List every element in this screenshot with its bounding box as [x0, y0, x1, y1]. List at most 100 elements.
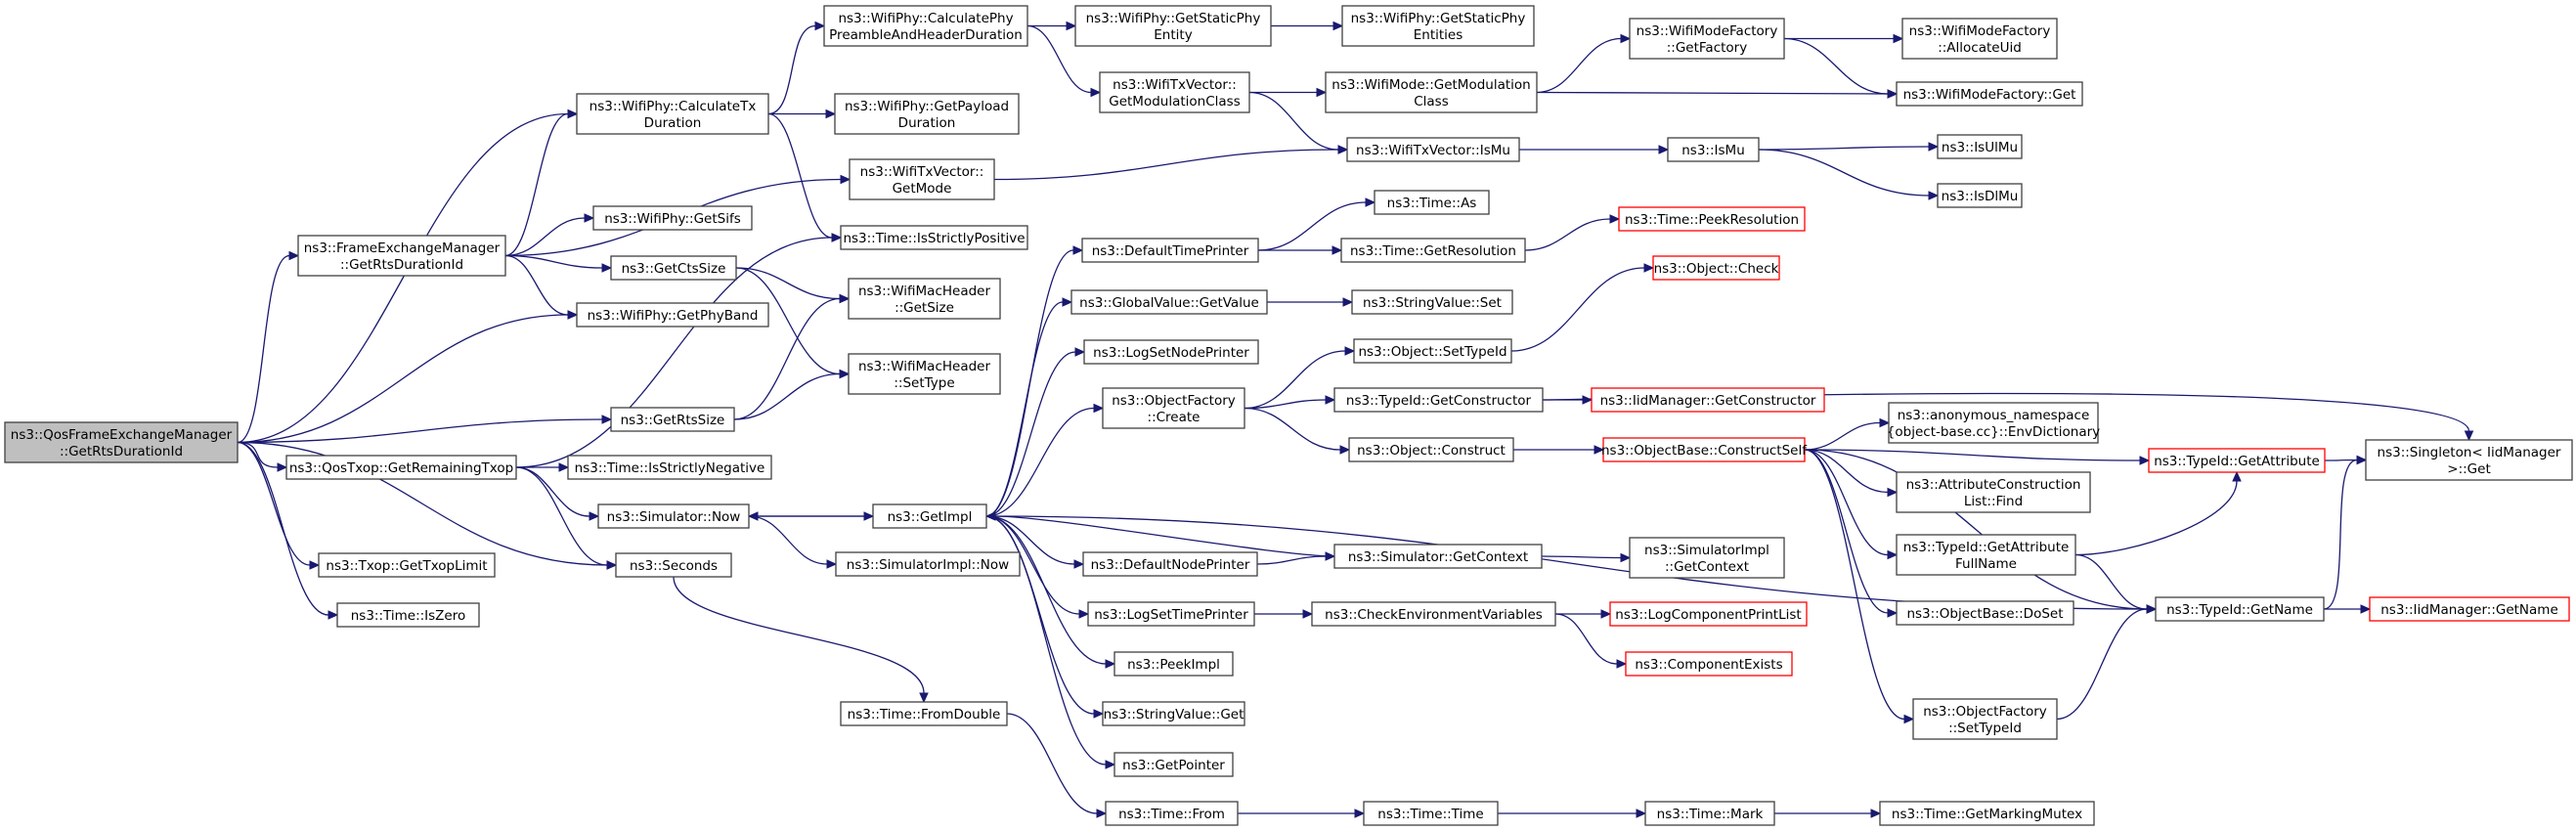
node-seconds[interactable]: ns3::Seconds — [615, 552, 732, 578]
node-tidGetCtor[interactable]: ns3::TypeId::GetConstructor — [1333, 387, 1544, 413]
node-gvGetValue[interactable]: ns3::GlobalValue::GetValue — [1070, 289, 1268, 315]
node-macSetType[interactable]: ns3::WifiMacHeader::SetType — [848, 353, 1001, 395]
node-label: ns3::Simulator::Now — [607, 509, 741, 525]
node-logSetTime[interactable]: ns3::LogSetTimePrinter — [1087, 601, 1255, 627]
edge-obConstructSelf-acListFind — [1804, 449, 1899, 498]
node-box — [1896, 471, 2091, 513]
node-simNow[interactable]: ns3::Simulator::Now — [597, 503, 750, 529]
node-defTimePrinter[interactable]: ns3::DefaultTimePrinter — [1081, 238, 1259, 263]
node-calcPhy[interactable]: ns3::WifiPhy::CalculatePhyPreambleAndHea… — [823, 5, 1028, 47]
node-checkEnv[interactable]: ns3::CheckEnvironmentVariables — [1311, 601, 1556, 627]
node-box — [1618, 206, 1806, 232]
node-singletonGet[interactable]: ns3::Singleton< IidManager>::Get — [2365, 439, 2573, 481]
node-objConstruct[interactable]: ns3::Object::Construct — [1348, 437, 1514, 462]
node-root[interactable]: ns3::QosFrameExchangeManager::GetRtsDura… — [4, 421, 239, 463]
node-label: GetModulationClass — [1109, 94, 1241, 109]
node-getRtsSize[interactable]: ns3::GetRtsSize — [610, 407, 735, 432]
node-getSifs[interactable]: ns3::WifiPhy::GetSifs — [592, 205, 753, 231]
node-fromDouble[interactable]: ns3::Time::FromDouble — [840, 701, 1008, 726]
node-label: ns3::WifiPhy::GetSifs — [604, 211, 741, 227]
node-iidGetName[interactable]: ns3::IidManager::GetName — [2369, 596, 2570, 622]
node-label: ns3::GetImpl — [888, 509, 973, 525]
node-label: ns3::AttributeConstruction — [1906, 477, 2081, 493]
node-tidGetName[interactable]: ns3::TypeId::GetName — [2155, 596, 2325, 622]
node-label: ns3::TypeId::GetName — [2166, 602, 2313, 618]
edge-root-fem_getRts — [237, 250, 300, 444]
edge-calcTx-payloadDur — [768, 109, 837, 119]
node-peekImpl[interactable]: ns3::PeekImpl — [1113, 651, 1234, 677]
node-txvIsMu[interactable]: ns3::WifiTxVector::IsMu — [1346, 137, 1520, 162]
node-wmfGetFactory[interactable]: ns3::WifiModeFactory::GetFactory — [1629, 18, 1785, 60]
node-box — [2148, 448, 2326, 473]
node-isMu[interactable]: ns3::IsMu — [1667, 137, 1760, 162]
node-timeFrom[interactable]: ns3::Time::From — [1105, 801, 1239, 826]
node-ofSetTypeId[interactable]: ns3::ObjectFactory::SetTypeId — [1912, 698, 2058, 740]
edge-getRtsSize-macSetType — [733, 369, 851, 420]
node-getPhyBand[interactable]: ns3::WifiPhy::GetPhyBand — [576, 302, 769, 328]
node-timeMark[interactable]: ns3::Time::Mark — [1644, 801, 1775, 826]
node-label: PreambleAndHeaderDuration — [829, 27, 1023, 43]
node-timeGetRes[interactable]: ns3::Time::GetResolution — [1340, 238, 1526, 263]
node-timeAs[interactable]: ns3::Time::As — [1374, 190, 1490, 215]
node-isDlMu[interactable]: ns3::IsDlMu — [1937, 183, 2023, 208]
node-tidGetAttr[interactable]: ns3::TypeId::GetAttribute — [2148, 448, 2326, 473]
node-ofCreate[interactable]: ns3::ObjectFactory::Create — [1102, 387, 1245, 429]
node-box — [1311, 601, 1556, 627]
node-wmGetModClass[interactable]: ns3::WifiMode::GetModulationClass — [1325, 71, 1538, 113]
node-timeTime[interactable]: ns3::Time::Time — [1363, 801, 1499, 826]
node-wmfGet[interactable]: ns3::WifiModeFactory::Get — [1896, 81, 2083, 107]
node-label: ns3::Txop::GetTxopLimit — [326, 558, 487, 574]
node-defNodePrinter[interactable]: ns3::DefaultNodePrinter — [1082, 551, 1258, 577]
edge-wmfGetFactory-wmfAllocUid — [1784, 33, 1904, 44]
node-getImpl[interactable]: ns3::GetImpl — [872, 503, 987, 529]
node-getPointer[interactable]: ns3::GetPointer — [1113, 752, 1234, 777]
node-compExists[interactable]: ns3::ComponentExists — [1625, 651, 1793, 677]
node-isStrictPos[interactable]: ns3::Time::IsStrictlyPositive — [840, 225, 1028, 250]
node-timePeekRes[interactable]: ns3::Time::PeekResolution — [1618, 206, 1806, 232]
node-isStrictNeg[interactable]: ns3::Time::IsStrictlyNegative — [567, 455, 772, 480]
node-label: ns3::StringValue::Get — [1104, 707, 1244, 722]
node-box — [1340, 238, 1526, 263]
node-isUlMu[interactable]: ns3::IsUlMu — [1937, 134, 2023, 159]
node-getCtsSize[interactable]: ns3::GetCtsSize — [610, 255, 737, 281]
edge-getImpl-defTimePrinter — [985, 245, 1084, 517]
node-iidGetCtor[interactable]: ns3::IidManager::GetConstructor — [1591, 387, 1825, 413]
edge-simNow-simImplNow — [748, 515, 838, 569]
node-box — [872, 503, 987, 529]
node-svGet[interactable]: ns3::StringValue::Get — [1102, 701, 1245, 726]
node-box — [1074, 5, 1272, 47]
edge-checkEnv-logCompPrint — [1555, 609, 1612, 619]
node-macGetSize[interactable]: ns3::WifiMacHeader::GetSize — [848, 278, 1001, 320]
node-envDict[interactable]: ns3::anonymous_namespace{object-base.cc}… — [1887, 402, 2100, 444]
node-markMutex[interactable]: ns3::Time::GetMarkingMutex — [1879, 801, 2095, 826]
node-wmfAllocUid[interactable]: ns3::WifiModeFactory::AllocateUid — [1901, 18, 2058, 60]
node-simImplGetContext[interactable]: ns3::SimulatorImpl::GetContext — [1629, 537, 1785, 579]
node-objCheck[interactable]: ns3::Object::Check — [1652, 255, 1780, 281]
node-remTxop[interactable]: ns3::QosTxop::GetRemainingTxop — [285, 455, 517, 480]
node-label: ::GetRtsDurationId — [340, 257, 463, 273]
node-fem_getRts[interactable]: ns3::FrameExchangeManager::GetRtsDuratio… — [297, 235, 506, 277]
node-label: ns3::Time::GetMarkingMutex — [1892, 807, 2082, 822]
node-obDoSet[interactable]: ns3::ObjectBase::DoSet — [1896, 600, 2074, 626]
node-txvGetMode[interactable]: ns3::WifiTxVector::GetMode — [849, 158, 995, 200]
node-simGetContext[interactable]: ns3::Simulator::GetContext — [1333, 544, 1543, 569]
node-label: ns3::WifiPhy::GetPayload — [845, 99, 1009, 114]
node-box — [2369, 596, 2570, 622]
node-logCompPrint[interactable]: ns3::LogComponentPrintList — [1609, 601, 1808, 627]
node-logSetNode[interactable]: ns3::LogSetNodePrinter — [1083, 339, 1259, 365]
node-simImplNow[interactable]: ns3::SimulatorImpl::Now — [835, 551, 1021, 577]
node-obConstructSelf[interactable]: ns3::ObjectBase::ConstructSelf — [1601, 437, 1808, 462]
node-isZero[interactable]: ns3::Time::IsZero — [336, 602, 480, 628]
node-getTxopLimit[interactable]: ns3::Txop::GetTxopLimit — [318, 552, 496, 578]
node-txvGetModClass[interactable]: ns3::WifiTxVector::GetModulationClass — [1099, 71, 1250, 113]
node-label: ns3::DefaultNodePrinter — [1091, 557, 1250, 573]
node-label: ns3::SimulatorImpl::Now — [847, 557, 1009, 573]
node-svSet[interactable]: ns3::StringValue::Set — [1351, 289, 1513, 315]
node-objSetTypeId[interactable]: ns3::Object::SetTypeId — [1353, 338, 1512, 364]
